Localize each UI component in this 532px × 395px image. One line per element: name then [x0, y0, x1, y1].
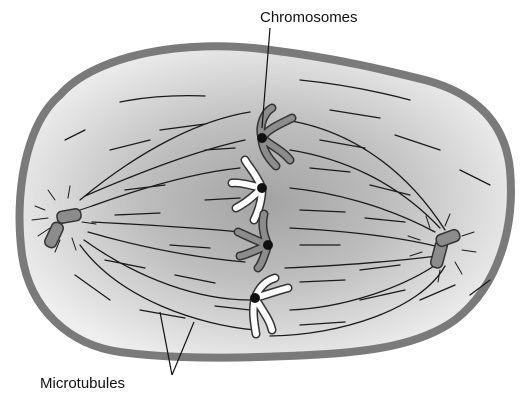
centromere-1 [257, 133, 267, 143]
microtubules-label: Microtubules [40, 375, 125, 392]
centromere-3 [263, 240, 273, 250]
centromere-4 [250, 293, 260, 303]
centromere-2 [257, 183, 267, 193]
chromosomes-label: Chromosomes [260, 9, 358, 26]
